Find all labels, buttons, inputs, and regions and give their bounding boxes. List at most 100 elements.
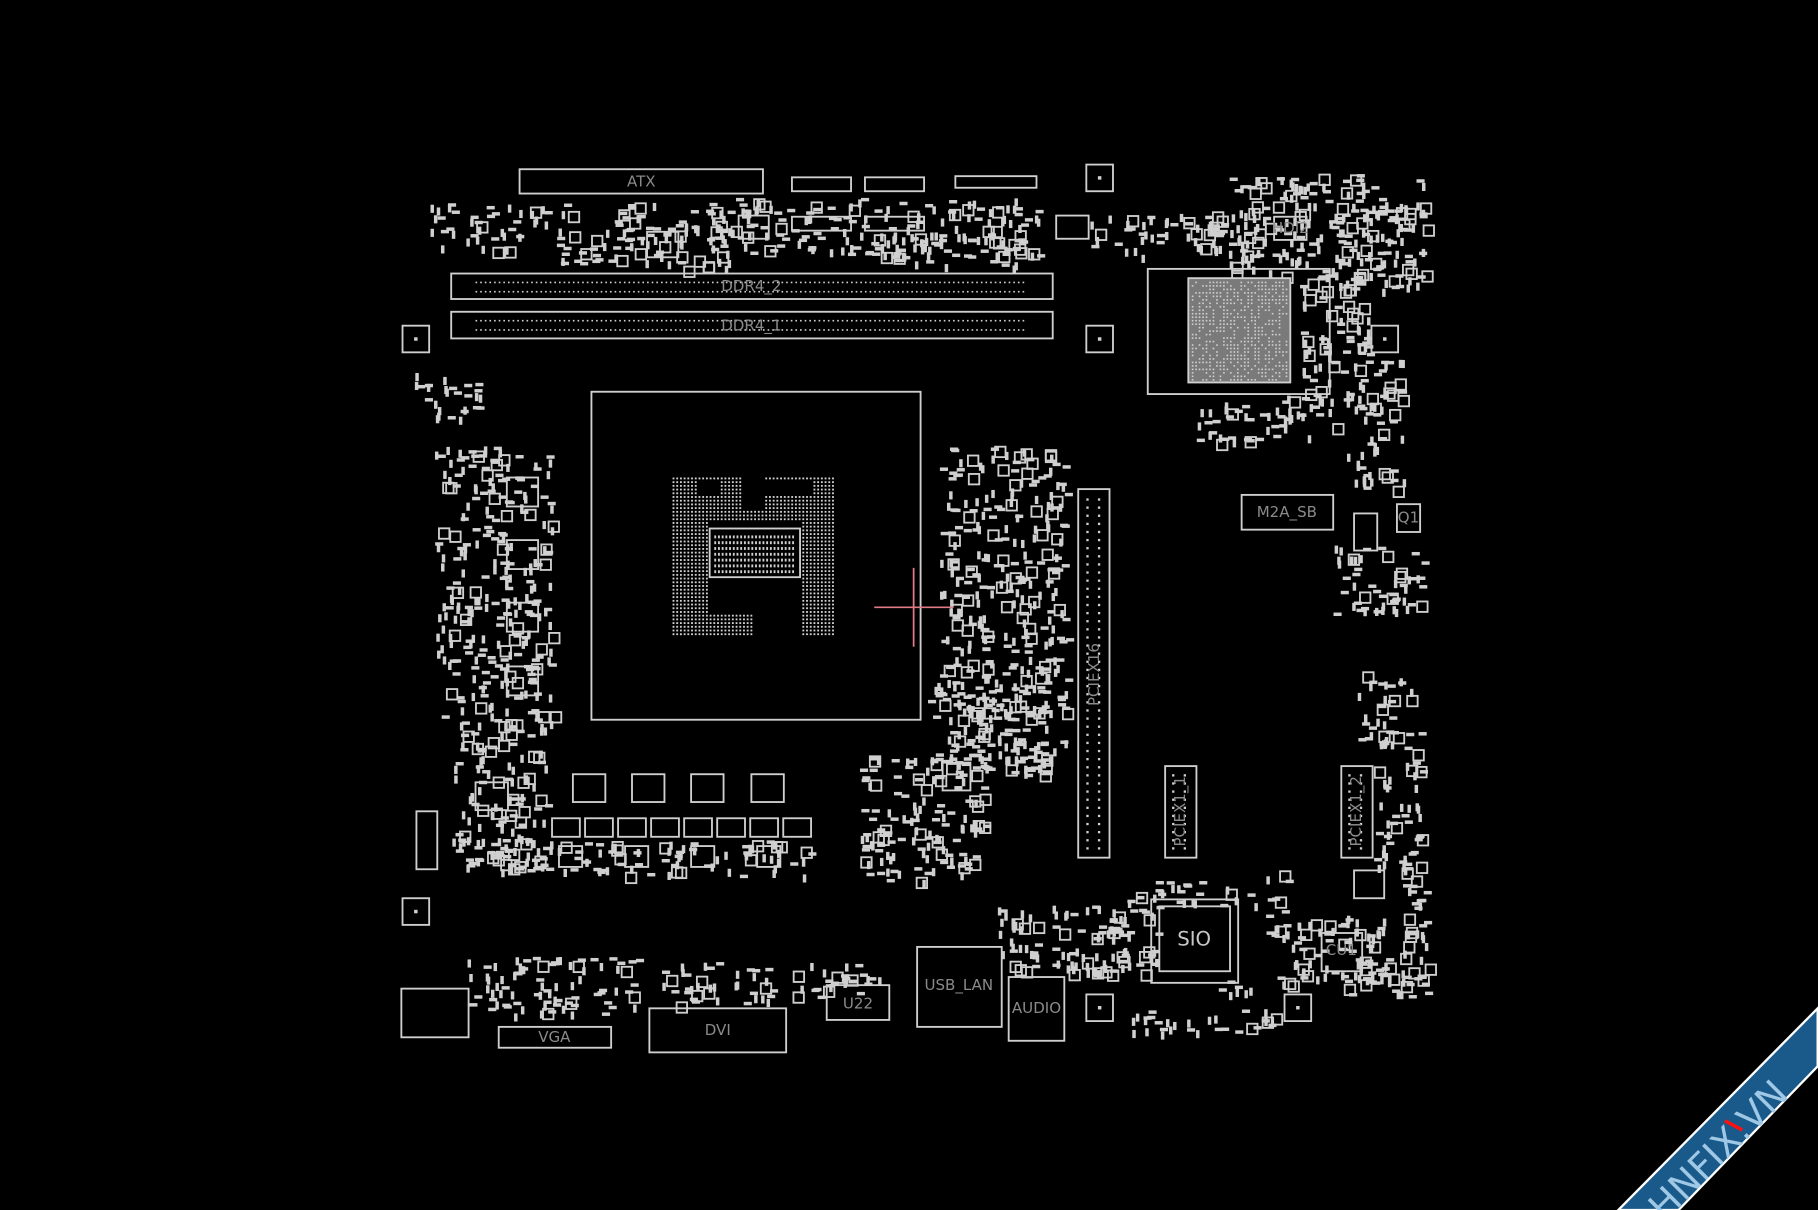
pciex1-1-slot[interactable]: PCIEX1_1 [1164,765,1198,859]
pad [945,636,950,645]
pciex16-slot[interactable]: PCIEX16 [1077,488,1111,859]
pin [939,281,941,284]
ball [1230,358,1232,360]
header[interactable] [864,176,925,193]
pad [458,416,463,425]
pad [964,862,973,866]
ball [1209,361,1211,364]
pad [960,824,965,833]
ps2-connector[interactable] [400,987,470,1039]
pad [924,871,933,876]
pin [813,536,816,539]
pad [985,659,994,664]
pad [548,621,552,631]
pin [740,541,743,545]
pad [500,733,504,742]
ddr4-1-slot[interactable]: DDR4_1 [450,310,1054,340]
cpu-socket[interactable] [590,390,922,721]
header[interactable] [954,175,1038,189]
pin [934,319,937,322]
ball [1209,358,1211,360]
pad [1196,243,1201,253]
pin [724,507,727,510]
pin [820,614,823,617]
vga-connector[interactable]: VGA [497,1025,613,1049]
component [872,831,885,844]
q1-component[interactable]: Q1 [1396,503,1422,533]
pad [1362,722,1371,726]
pad [1024,773,1034,778]
pin [691,555,693,558]
ball [1233,337,1236,339]
ddr4-2-slot[interactable]: DDR4_2 [450,272,1054,300]
header[interactable] [791,176,852,193]
pad [981,786,990,790]
ball [1219,281,1222,284]
u22-chip[interactable]: U22 [825,984,891,1021]
pad [1386,958,1395,962]
dvi-connector[interactable]: DVI [648,1007,788,1054]
atx-connector[interactable]: ATX [518,168,764,195]
pin [717,558,720,562]
pad [941,823,950,827]
component [744,854,758,867]
pin [702,618,705,621]
cu1-chip[interactable]: CU1 [1320,932,1364,973]
pciex1-2-slot[interactable]: PCIEX1_2 [1340,765,1374,859]
pad [940,860,949,865]
pin [739,618,742,621]
pin [777,541,780,545]
pin [683,555,686,558]
pad [1280,176,1284,186]
pad [1357,975,1362,984]
pad [481,245,485,254]
pad [1304,350,1309,359]
pin [558,290,561,293]
pad [1403,975,1412,980]
pin [828,507,831,510]
header[interactable] [864,215,925,232]
pad [1375,210,1379,219]
hdi2-chip[interactable]: HDI2 [1272,215,1309,241]
pin [817,614,820,617]
pad [653,227,662,231]
pad [1048,756,1053,765]
pad [449,659,458,663]
ball [1257,354,1260,357]
chipset[interactable] [1146,267,1331,395]
pad [1404,862,1413,867]
pad [960,872,964,881]
pad [1379,742,1388,747]
ball [1191,305,1194,308]
pin [813,514,816,517]
pin [773,547,776,550]
pin [809,625,812,628]
ball [1278,302,1281,305]
pin [832,281,835,284]
ball [1233,378,1236,381]
component [492,246,505,260]
pad [470,218,474,227]
pin [765,514,768,517]
pad [548,459,553,468]
pad [1165,218,1169,227]
component [448,629,462,642]
pin [1086,611,1089,615]
audio-connector[interactable]: AUDIO [1007,976,1066,1042]
pin [591,319,594,322]
mounting-hole [1370,324,1400,354]
sio-chip[interactable]: SIO [1150,898,1240,984]
pin [687,525,690,528]
component [1041,548,1054,561]
pin [694,507,697,510]
pin [747,541,750,545]
usb-lan-connector[interactable]: USB_LAN [916,945,1003,1028]
header[interactable] [791,215,852,232]
pad [532,583,537,592]
pin [740,558,743,562]
m2a-sb-slot[interactable]: M2A_SB [1240,493,1335,531]
pad [1046,674,1051,683]
pad [1273,434,1282,439]
pin [735,319,737,322]
